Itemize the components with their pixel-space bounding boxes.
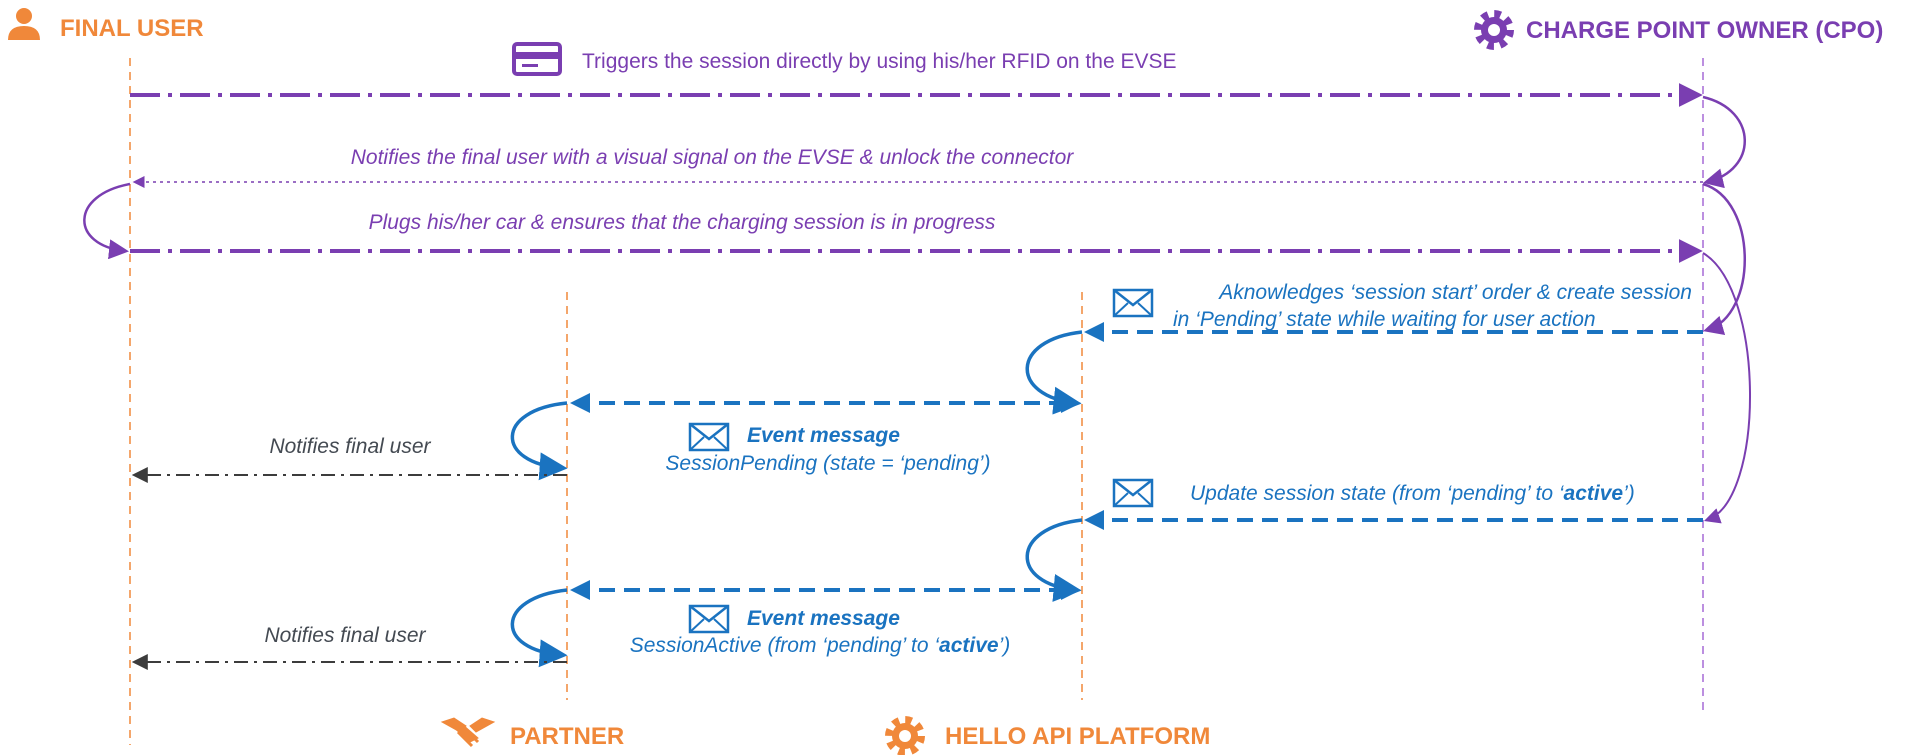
message-plug-car: Plugs his/her car & ensures that the cha…	[130, 211, 1703, 263]
message-text-line1: Aknowledges ‘session start’ order & crea…	[1217, 281, 1692, 304]
final-user-label: FINAL USER	[60, 15, 204, 42]
event-detail: SessionPending (state = ‘pending’)	[665, 452, 990, 475]
self-loop-platform	[1025, 518, 1083, 602]
event-title: Event message	[747, 424, 900, 447]
message-text: Notifies final user	[264, 624, 426, 647]
gear-icon	[885, 716, 925, 755]
envelope-icon	[1112, 478, 1154, 508]
actor-partner: PARTNER	[440, 717, 624, 750]
cpo-label: CHARGE POINT OWNER (CPO)	[1526, 17, 1883, 44]
actor-final-user: FINAL USER	[8, 8, 204, 42]
actor-cpo: CHARGE POINT OWNER (CPO)	[1474, 10, 1883, 50]
message-text: Plugs his/her car & ensures that the cha…	[369, 211, 996, 234]
envelope-icon	[1112, 288, 1154, 318]
envelope-icon	[688, 604, 730, 634]
self-loop-partner	[510, 401, 568, 481]
self-loop-cpo	[1702, 95, 1746, 189]
rfid-card-icon	[512, 42, 562, 76]
message-notify-final-user: Notifies final user	[131, 624, 567, 670]
partner-label: PARTNER	[510, 723, 624, 750]
actor-platform: HELLO API PLATFORM	[885, 716, 1210, 755]
message-text: Notifies final user	[269, 435, 431, 458]
event-detail: SessionActive (from ‘pending’ to ‘active…	[630, 634, 1011, 657]
handshake-icon	[440, 717, 496, 748]
event-message-active: Event message SessionActive (from ‘pendi…	[570, 580, 1081, 657]
self-loop-platform	[1025, 330, 1083, 415]
self-loop-partner	[510, 588, 568, 668]
message-text-line2: in ‘Pending’ state while waiting for use…	[1173, 308, 1596, 331]
message-notify-final-user: Notifies final user	[131, 435, 567, 483]
message-text: Update session state (from ‘pending’ to …	[1190, 482, 1635, 505]
envelope-icon	[688, 422, 730, 452]
message-text: Notifies the final user with a visual si…	[351, 146, 1075, 169]
event-title: Event message	[747, 607, 900, 630]
gear-icon	[1474, 10, 1514, 50]
message-acknowledge-session: Aknowledges ‘session start’ order & crea…	[1084, 281, 1703, 342]
message-rfid-trigger: Triggers the session directly by using h…	[130, 42, 1703, 107]
person-icon	[8, 8, 40, 40]
platform-label: HELLO API PLATFORM	[945, 723, 1210, 750]
message-text: Triggers the session directly by using h…	[582, 50, 1176, 73]
self-loop-cpo-long	[1702, 252, 1751, 524]
self-loop-final-user	[83, 182, 131, 260]
event-message-pending: Event message SessionPending (state = ‘p…	[570, 393, 1081, 475]
message-visual-signal: Notifies the final user with a visual si…	[132, 146, 1703, 188]
message-update-session-state: Update session state (from ‘pending’ to …	[1084, 478, 1703, 530]
self-loop-cpo	[1702, 182, 1746, 336]
